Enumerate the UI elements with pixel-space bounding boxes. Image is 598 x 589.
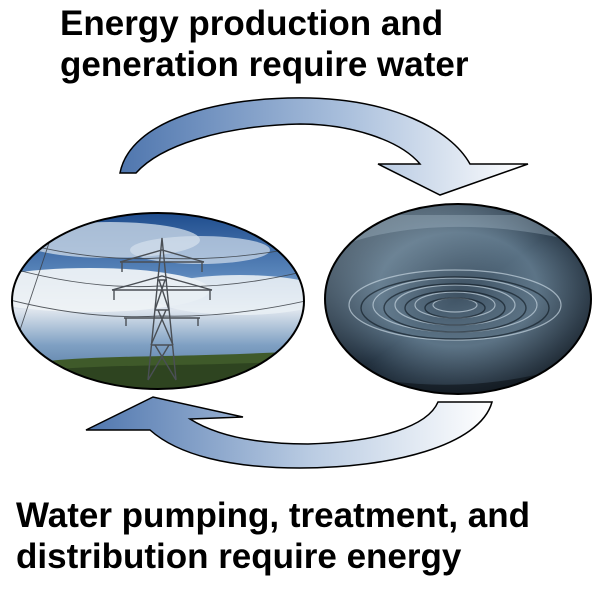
- top-caption-line-1: Energy production and: [60, 4, 444, 43]
- water-requires-energy-caption: Water pumping, treatment, and distributi…: [16, 496, 596, 577]
- water-ripple-icon: [324, 203, 592, 395]
- top-caption-line-2: generation require water: [60, 44, 469, 84]
- bottom-caption-line-1: Water pumping, treatment, and: [16, 496, 531, 535]
- top-cycle-arrow: [119, 97, 529, 196]
- transmission-tower-icon: [11, 212, 305, 390]
- energy-requires-water-caption: Energy production and generation require…: [60, 4, 580, 85]
- bottom-cycle-arrow: [85, 396, 493, 469]
- bottom-caption-line-2: distribution require energy: [16, 536, 462, 576]
